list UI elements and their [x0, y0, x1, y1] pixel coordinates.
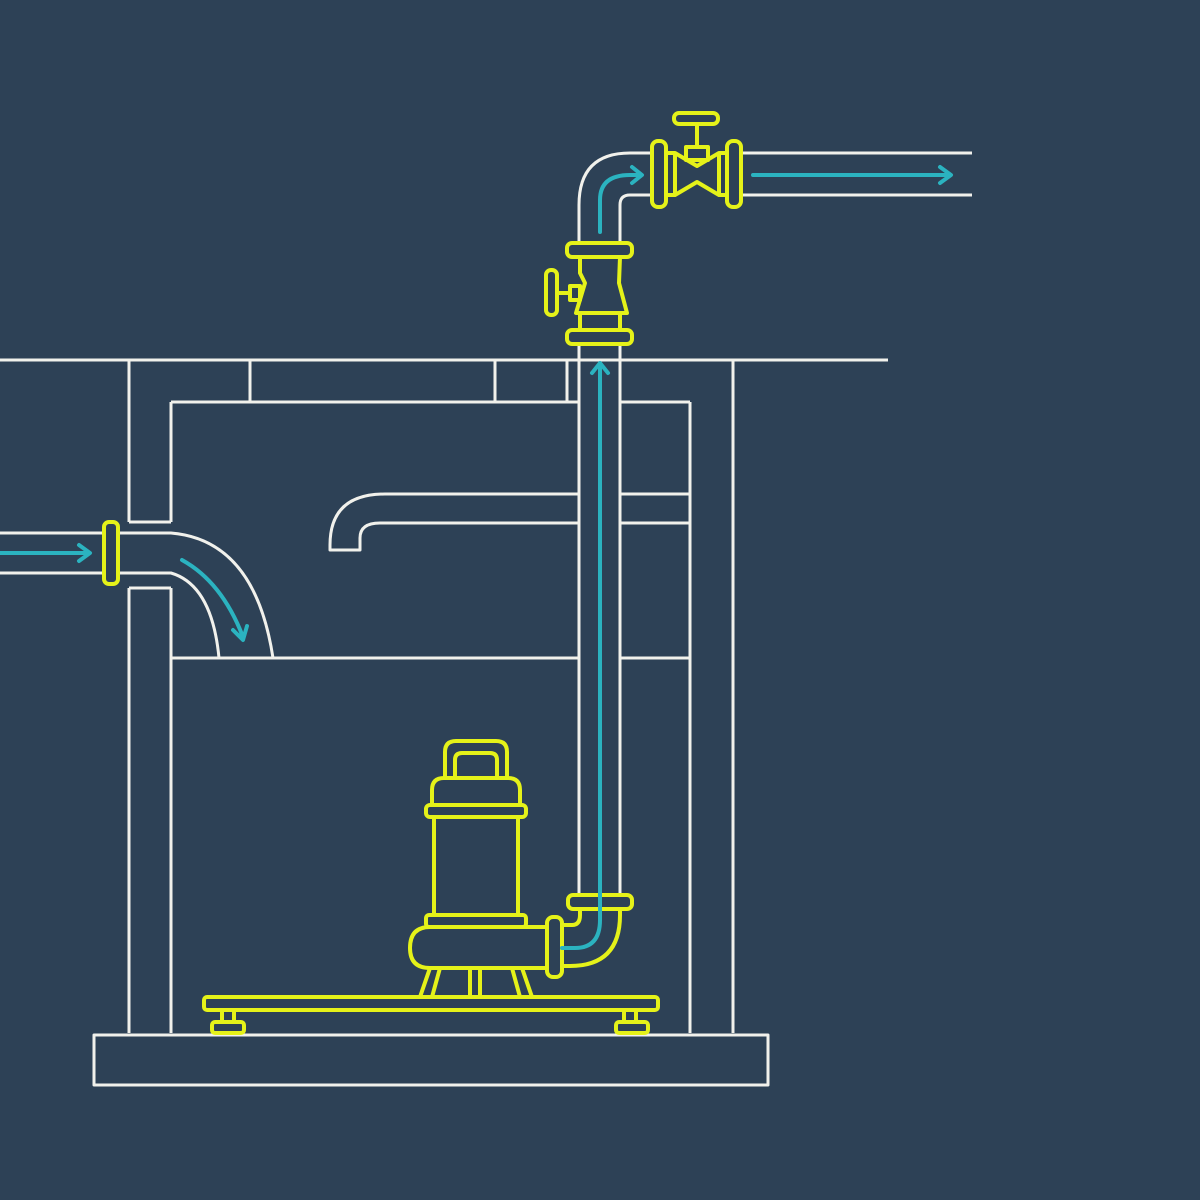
pump-skid: [202, 995, 660, 1012]
sump-pit-structure: [0, 358, 888, 1087]
inlet-flow-arrow: [0, 543, 92, 563]
inlet-flange: [102, 520, 120, 586]
gate-valve: [650, 111, 743, 209]
inlet-bend-flow-arrow: [180, 558, 249, 642]
gate-valve-handwheel[interactable]: [672, 111, 720, 126]
overflow-spout: [328, 492, 690, 552]
riser-flow-arrow: [560, 361, 610, 950]
discharge-riser: [577, 151, 972, 897]
outlet-flow-arrow: [751, 165, 953, 185]
concrete-base: [92, 1033, 770, 1087]
check-valve: [544, 241, 634, 346]
inlet-pipe: [0, 520, 275, 659]
submersible-pump: [202, 739, 660, 1035]
elbow-flow-arrow: [598, 165, 644, 234]
flow-arrows: [0, 165, 953, 950]
